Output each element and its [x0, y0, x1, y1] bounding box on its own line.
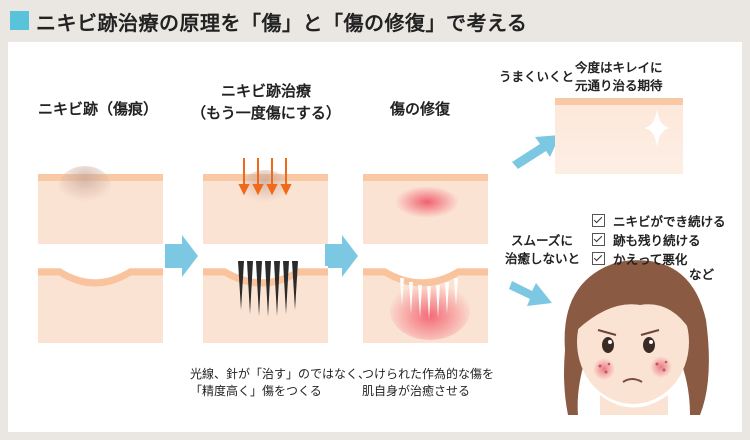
repair-caption-line2: 肌自身が治癒させる	[362, 384, 471, 398]
good-result-line2: 元通り治る期待	[575, 78, 663, 93]
bad-outcome-label-line1: スムーズに	[511, 233, 573, 248]
bad-item-3-label: かえって悪化	[613, 252, 688, 267]
check-icon	[592, 214, 605, 227]
treatment-heading-line1: ニキビ跡治療	[220, 82, 311, 100]
title-marker	[10, 11, 29, 30]
good-outcome-label: うまくいくと	[499, 69, 575, 84]
bad-item-2-label: 跡も残り続ける	[613, 233, 701, 248]
arrow-right-1	[165, 235, 198, 277]
repair-heading: 傷の修復	[390, 100, 451, 118]
treatment-top-block	[203, 170, 328, 244]
arrow-good	[512, 135, 560, 169]
scar-cross-section	[38, 266, 163, 343]
arrow-bad	[509, 281, 552, 306]
bad-item-1-label: ニキビができ続ける	[613, 214, 726, 229]
bad-items-suffix: など	[689, 267, 715, 282]
bad-item-2: 跡も残り続ける	[592, 230, 701, 249]
arrow-right-2	[325, 235, 358, 277]
scar-top-block	[38, 166, 163, 244]
good-skin-block	[555, 98, 683, 174]
check-icon	[592, 252, 605, 265]
needles	[238, 261, 298, 317]
bad-item-3: かえって悪化	[592, 249, 687, 268]
treatment-caption-line2: 「精度高く」傷をつくる	[190, 384, 322, 398]
treatment-cross-section	[203, 266, 328, 343]
laser-arrows	[238, 158, 292, 196]
good-result-line1: 今度はキレイに	[575, 60, 663, 75]
scar-heading: ニキビ跡（傷痕）	[38, 100, 159, 118]
repair-top-block	[363, 174, 488, 244]
sparkle-icon	[644, 109, 670, 147]
check-icon	[592, 233, 605, 246]
repair-cross-section	[363, 266, 488, 343]
treatment-caption-line1: 光線、針が「治す」のではなく、	[190, 367, 371, 381]
repair-caption-line1: つけられた作為的な傷を	[362, 367, 495, 381]
bad-item-1: ニキビができ続ける	[592, 211, 726, 230]
bad-outcome-label-line2: 治癒しないと	[505, 251, 581, 266]
page-title: ニキビ跡治療の原理を「傷」と「傷の修復」で考える	[36, 11, 528, 35]
treatment-heading-line2: （もう一度傷にする）	[191, 104, 341, 122]
worried-face	[564, 260, 709, 425]
